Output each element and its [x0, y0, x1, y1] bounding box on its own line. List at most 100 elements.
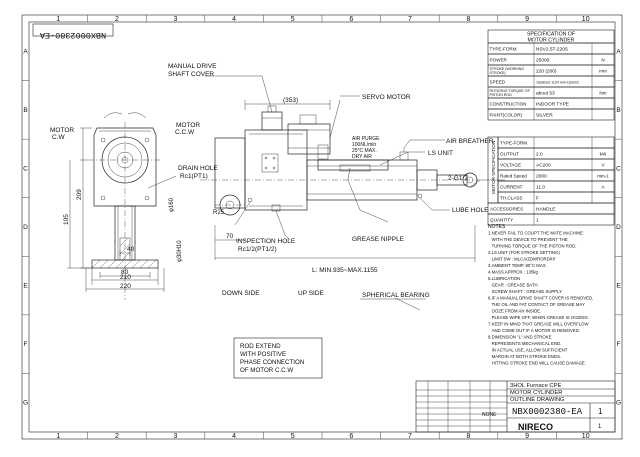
g-half-label: 2-G1/2 — [448, 175, 468, 182]
extra-spec-value: HANDLE — [536, 207, 555, 213]
rod-note-line-1: ROD EXTEND — [240, 343, 281, 350]
grid-col-bottom: 8 — [467, 433, 471, 440]
note-line: 5.LUBRICATION — [488, 276, 520, 281]
motor-ccw-label: MOTOR — [176, 122, 200, 129]
motor-spec-key: CURRENT — [500, 185, 523, 190]
grid-col-top: 4 — [232, 16, 236, 23]
grid-row-right: G — [616, 400, 621, 407]
grid-row-right: F — [617, 341, 621, 348]
grid-col-top: 9 — [525, 16, 529, 23]
grid-row-left: B — [23, 107, 27, 114]
spec-value: SILVER — [536, 113, 553, 119]
note-line: IN ACTUAL USE, ALLOW SUFFICIENT — [488, 348, 568, 353]
note-line: OOZE FROM AN INSIDE. — [488, 309, 541, 314]
title-drawing-no: NBX0002380-EA — [512, 407, 583, 417]
motor-spec-key: TH.CLASS — [500, 196, 522, 201]
manual-drive-label: MANUAL DRIVE — [168, 63, 217, 70]
grid-row-right: D — [616, 224, 621, 231]
air-purge-label: AIR PURGE — [352, 136, 380, 142]
dim-r25: R25 — [213, 210, 225, 216]
spherical-bearing-label: SPHERICAL BEARING — [362, 292, 430, 299]
spec-key: PAINT(COLOR) — [490, 113, 523, 118]
spec-key: STROKE (WORKING — [490, 67, 525, 71]
title-line-2: MOTOR CYLINDER — [510, 390, 562, 396]
motor-spec-key: VOLTAGE — [500, 163, 521, 168]
grease-nipple-label: GREASE NIPPLE — [352, 236, 405, 243]
title-line-1: 3HOL Furnace CPE — [510, 383, 561, 389]
spec-value: 10(about 1124 min-1)mm/s — [536, 81, 579, 85]
note-line: 1.NEVER FAIL TO COUPT THE MATE MACHINE — [488, 231, 583, 236]
motor-spec-value: AC200 — [536, 163, 551, 169]
grid-row-left: C — [23, 165, 28, 172]
grid-row-right: E — [616, 283, 621, 290]
grid-row-left: E — [23, 283, 28, 290]
spec-row — [487, 53, 615, 66]
motor-spec-unit: min-1 — [597, 174, 609, 179]
extra-spec-key: QUANTITY — [490, 218, 513, 223]
grid-col-bottom: 4 — [232, 433, 236, 440]
spec-value: INDOOR TYPE — [536, 102, 569, 108]
motor-cw-label: MOTOR — [50, 127, 74, 134]
dim-70: 70 — [226, 233, 234, 240]
spec-value: 25000 — [536, 58, 550, 64]
grid-col-bottom: 1 — [56, 433, 60, 440]
spec-unit: mm — [599, 69, 607, 74]
dim-40: 40 — [127, 246, 135, 253]
rotated-id-box: NBX0002380-EA — [32, 23, 114, 40]
spec-subtitle: MOTOR CYLINDER — [528, 38, 575, 44]
note-line: 6.IF A MANUAL DRIVE SHAFT COVER IS REMOV… — [488, 296, 593, 301]
spec-title: SPECIFICATION OF — [527, 32, 575, 38]
drain-hole-label: DRAIN HOLE — [178, 165, 218, 172]
grid-col-top: 2 — [115, 16, 119, 23]
note-line: 3.AMBIENT TEMP. 80°C MAX. — [488, 263, 547, 268]
rotated-drawing-id: NBX0002380-EA — [39, 30, 106, 40]
end-view — [67, 112, 177, 300]
dim-209: 209 — [76, 189, 83, 200]
dim-80: 80 — [121, 269, 129, 276]
spec-key: SPEED — [490, 80, 506, 85]
grid-row-left: D — [23, 224, 28, 231]
extra-spec-row — [487, 213, 615, 226]
note-line: TURNING TORQUE OF THE PISTON ROD. — [488, 244, 577, 249]
note-line: 4.MASS APPROX : 135kg — [488, 270, 539, 275]
down-side-label: DOWN SIDE — [222, 290, 260, 297]
rod-note-line-2: WITH POSITIVE — [240, 351, 286, 358]
servo-motor-label: SERVO MOTOR — [362, 94, 411, 101]
motor-ccw-dir: C.C.W — [175, 129, 195, 136]
grid-col-bottom: 10 — [582, 433, 590, 440]
grid-col-bottom: 9 — [525, 433, 529, 440]
grid-col-top: 3 — [174, 16, 178, 23]
motor-spec-value: F — [536, 196, 539, 202]
note-line: LIMIT SW : MLCAIZDWRORDKP — [488, 257, 556, 262]
note-line: THE OIL AND FAT CONTACT OF GREASE MAY — [488, 302, 585, 307]
spec-key-cont: PISTON ROD — [490, 93, 513, 97]
dim-353: (353) — [283, 97, 298, 104]
note-line: PLEASE WIPE OFF, WHEN GREASE IS OOZING. — [488, 315, 589, 320]
inspection-hole-label: INSPECTION HOLE — [236, 238, 296, 245]
scale-label: NONE — [482, 412, 497, 418]
spec-value: NSV2.5T-220S — [536, 47, 568, 53]
air-purge-temp: 25°C MAX. — [352, 148, 377, 154]
air-breather-label: AIR BREATHER — [446, 138, 494, 145]
motor-spec-unit: kW — [600, 152, 607, 157]
motor-spec-value: 2000 — [536, 174, 547, 180]
dim-220: 220 — [120, 283, 131, 290]
grid-col-top: 1 — [56, 16, 60, 23]
title-block — [415, 380, 616, 433]
grid-col-bottom: 6 — [349, 433, 353, 440]
note-line: MARGIN AT BOTH STROKE ENDS. — [488, 354, 561, 359]
revision: 1 — [598, 424, 602, 430]
dim-phi160: φ160 — [169, 197, 175, 212]
note-line: GEAR : GREASE BATH — [488, 283, 538, 288]
spec-value: about 53 — [536, 91, 555, 97]
grid-row-left: F — [24, 341, 28, 348]
spec-value: 220 (200) — [536, 69, 557, 75]
grid-col-top: 6 — [349, 16, 353, 23]
grid-col-top: 10 — [582, 16, 590, 23]
title-line-3: OUTLINE DRAWING — [510, 397, 565, 403]
note-line: 7.KEEP IN MIND THAT GREASE WILL OVERFLOW — [488, 322, 589, 327]
